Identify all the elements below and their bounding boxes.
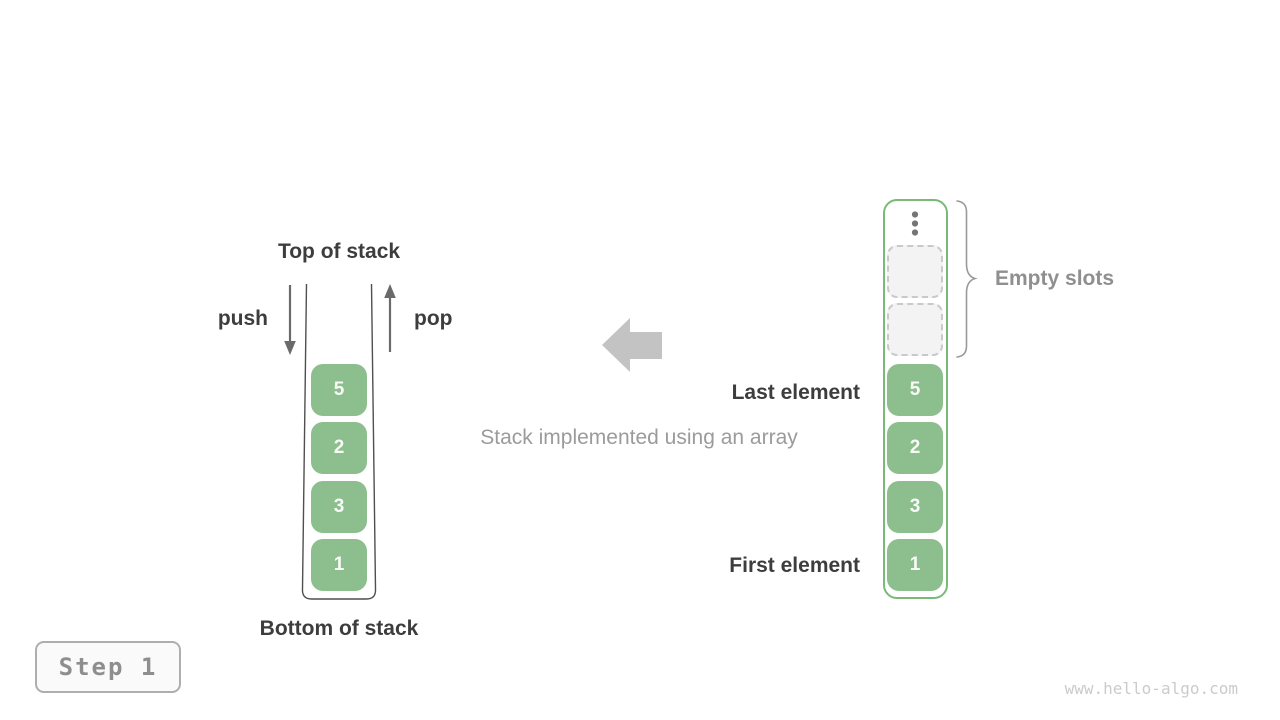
array-container: [883, 199, 948, 599]
step-badge: Step 1: [35, 641, 181, 693]
center-caption: Stack implemented using an array: [480, 426, 798, 449]
pop-label: pop: [414, 307, 453, 330]
push-label: push: [217, 307, 268, 330]
left-block-arrow-icon: [602, 318, 662, 372]
pop-arrow-icon: [384, 284, 396, 352]
array-cell: 1: [887, 539, 943, 591]
last-element-label: Last element: [731, 381, 860, 404]
watermark: www.hello-algo.com: [1064, 679, 1238, 698]
left-stack-box: 3: [311, 481, 367, 533]
empty-slots-label: Empty slots: [995, 267, 1115, 290]
bottom-of-stack-label: Bottom of stack: [259, 617, 419, 640]
array-empty-slot: [887, 245, 943, 298]
first-element-label: First element: [729, 554, 860, 577]
step-badge-label: Step 1: [58, 653, 158, 681]
empty-slots-brace: [956, 200, 978, 358]
array-cell: 2: [887, 422, 943, 474]
array-empty-slot: [887, 303, 943, 356]
array-cell: 5: [887, 364, 943, 416]
left-stack-box: 1: [311, 539, 367, 591]
array-cell: 3: [887, 481, 943, 533]
push-arrow-icon: [284, 285, 296, 355]
left-stack-box: 2: [311, 422, 367, 474]
top-of-stack-label: Top of stack: [277, 240, 401, 263]
left-stack-box: 5: [311, 364, 367, 416]
